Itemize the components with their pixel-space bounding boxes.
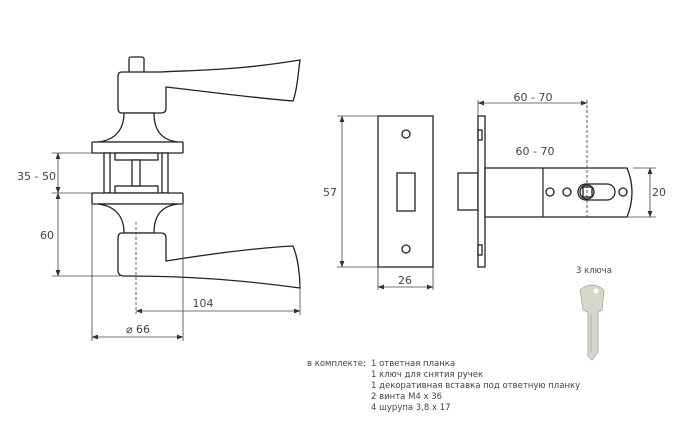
- bottom-neck: [97, 203, 179, 234]
- dim-strike-width: 26: [398, 274, 412, 287]
- spindle-cap: [128, 56, 145, 74]
- screw-hole: [401, 129, 411, 139]
- kit-item: 1 декоративная вставка под ответную план…: [371, 381, 580, 391]
- latch-slot: [396, 172, 416, 212]
- keys-label: 3 ключа: [576, 266, 612, 276]
- kit-item: 4 шурупа 3,8 х 17: [371, 403, 451, 413]
- top-neck: [97, 112, 179, 143]
- kit-item: 2 винта М4 х 36: [371, 392, 442, 402]
- kit-item: 1 ответная планка: [371, 359, 455, 369]
- dim-door-thickness: 35 - 50: [17, 170, 56, 183]
- key-image: 3 ключа: [576, 266, 612, 361]
- kit-label: в комплекте:: [307, 359, 366, 369]
- dim-backset: 60 - 70: [516, 145, 555, 158]
- latch-drawing: 60 - 70 60 - 70 20: [457, 91, 666, 268]
- bottom-lever: [117, 232, 301, 289]
- key-icon: [579, 284, 605, 361]
- kit-contents: в комплекте: 1 ответная планка 1 ключ дл…: [307, 359, 580, 413]
- kit-item: 1 ключ для снятия ручек: [371, 370, 483, 380]
- screw-hole: [401, 244, 411, 254]
- bottom-rose: [91, 192, 184, 205]
- dim-strike-height: 57: [323, 186, 337, 199]
- dim-latch-height: 20: [652, 186, 666, 199]
- dim-rose-diameter: ⌀ 66: [126, 323, 150, 336]
- dim-backset-top: 60 - 70: [514, 91, 553, 104]
- dim-handle-length: 104: [193, 297, 214, 310]
- strike-plate-drawing: 57 26: [323, 115, 434, 290]
- latch-bolt: [457, 172, 479, 211]
- dim-handle-height: 60: [40, 229, 54, 242]
- handle-drawing: 35 - 50 60 104 ⌀ 66: [17, 56, 301, 341]
- top-lever: [117, 59, 301, 114]
- top-rose: [91, 141, 184, 154]
- door-spacer: [103, 152, 169, 194]
